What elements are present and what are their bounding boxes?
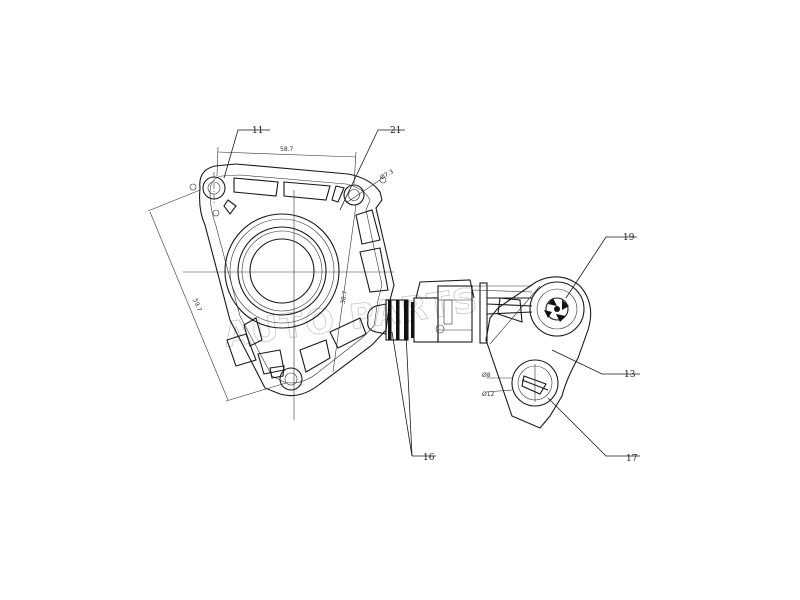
callout-17-label: 17 xyxy=(626,454,638,464)
callout-11-label: 11 xyxy=(252,126,263,136)
callout-19-label: 19 xyxy=(623,233,635,243)
hydraulic-connector xyxy=(367,279,533,344)
dim-left-height: 59.7 xyxy=(191,298,203,313)
dim-small-b: Ø12 xyxy=(482,391,495,398)
callout-21-label: 21 xyxy=(390,126,401,136)
callout-11: 11 xyxy=(223,126,270,179)
callout-16-label: 16 xyxy=(423,453,435,463)
callout-19: 19 xyxy=(565,233,637,299)
dim-small-a: Ø8 xyxy=(482,372,491,379)
dimension-lines: 58.7 59.7 38.7 Ø7.3 xyxy=(147,146,395,402)
callout-16: 16 xyxy=(391,331,436,463)
lever-bracket: Ø8 Ø12 xyxy=(482,276,592,429)
callout-13-label: 13 xyxy=(624,370,636,380)
dim-top-width: 58.7 xyxy=(280,146,294,153)
callout-13: 13 xyxy=(551,349,640,380)
dim-hole-dia: Ø7.3 xyxy=(379,168,395,181)
housing-flange xyxy=(183,163,395,420)
callout-17: 17 xyxy=(547,397,640,464)
callout-21: 21 xyxy=(339,126,405,211)
dim-center-distance: 38.7 xyxy=(340,290,349,305)
